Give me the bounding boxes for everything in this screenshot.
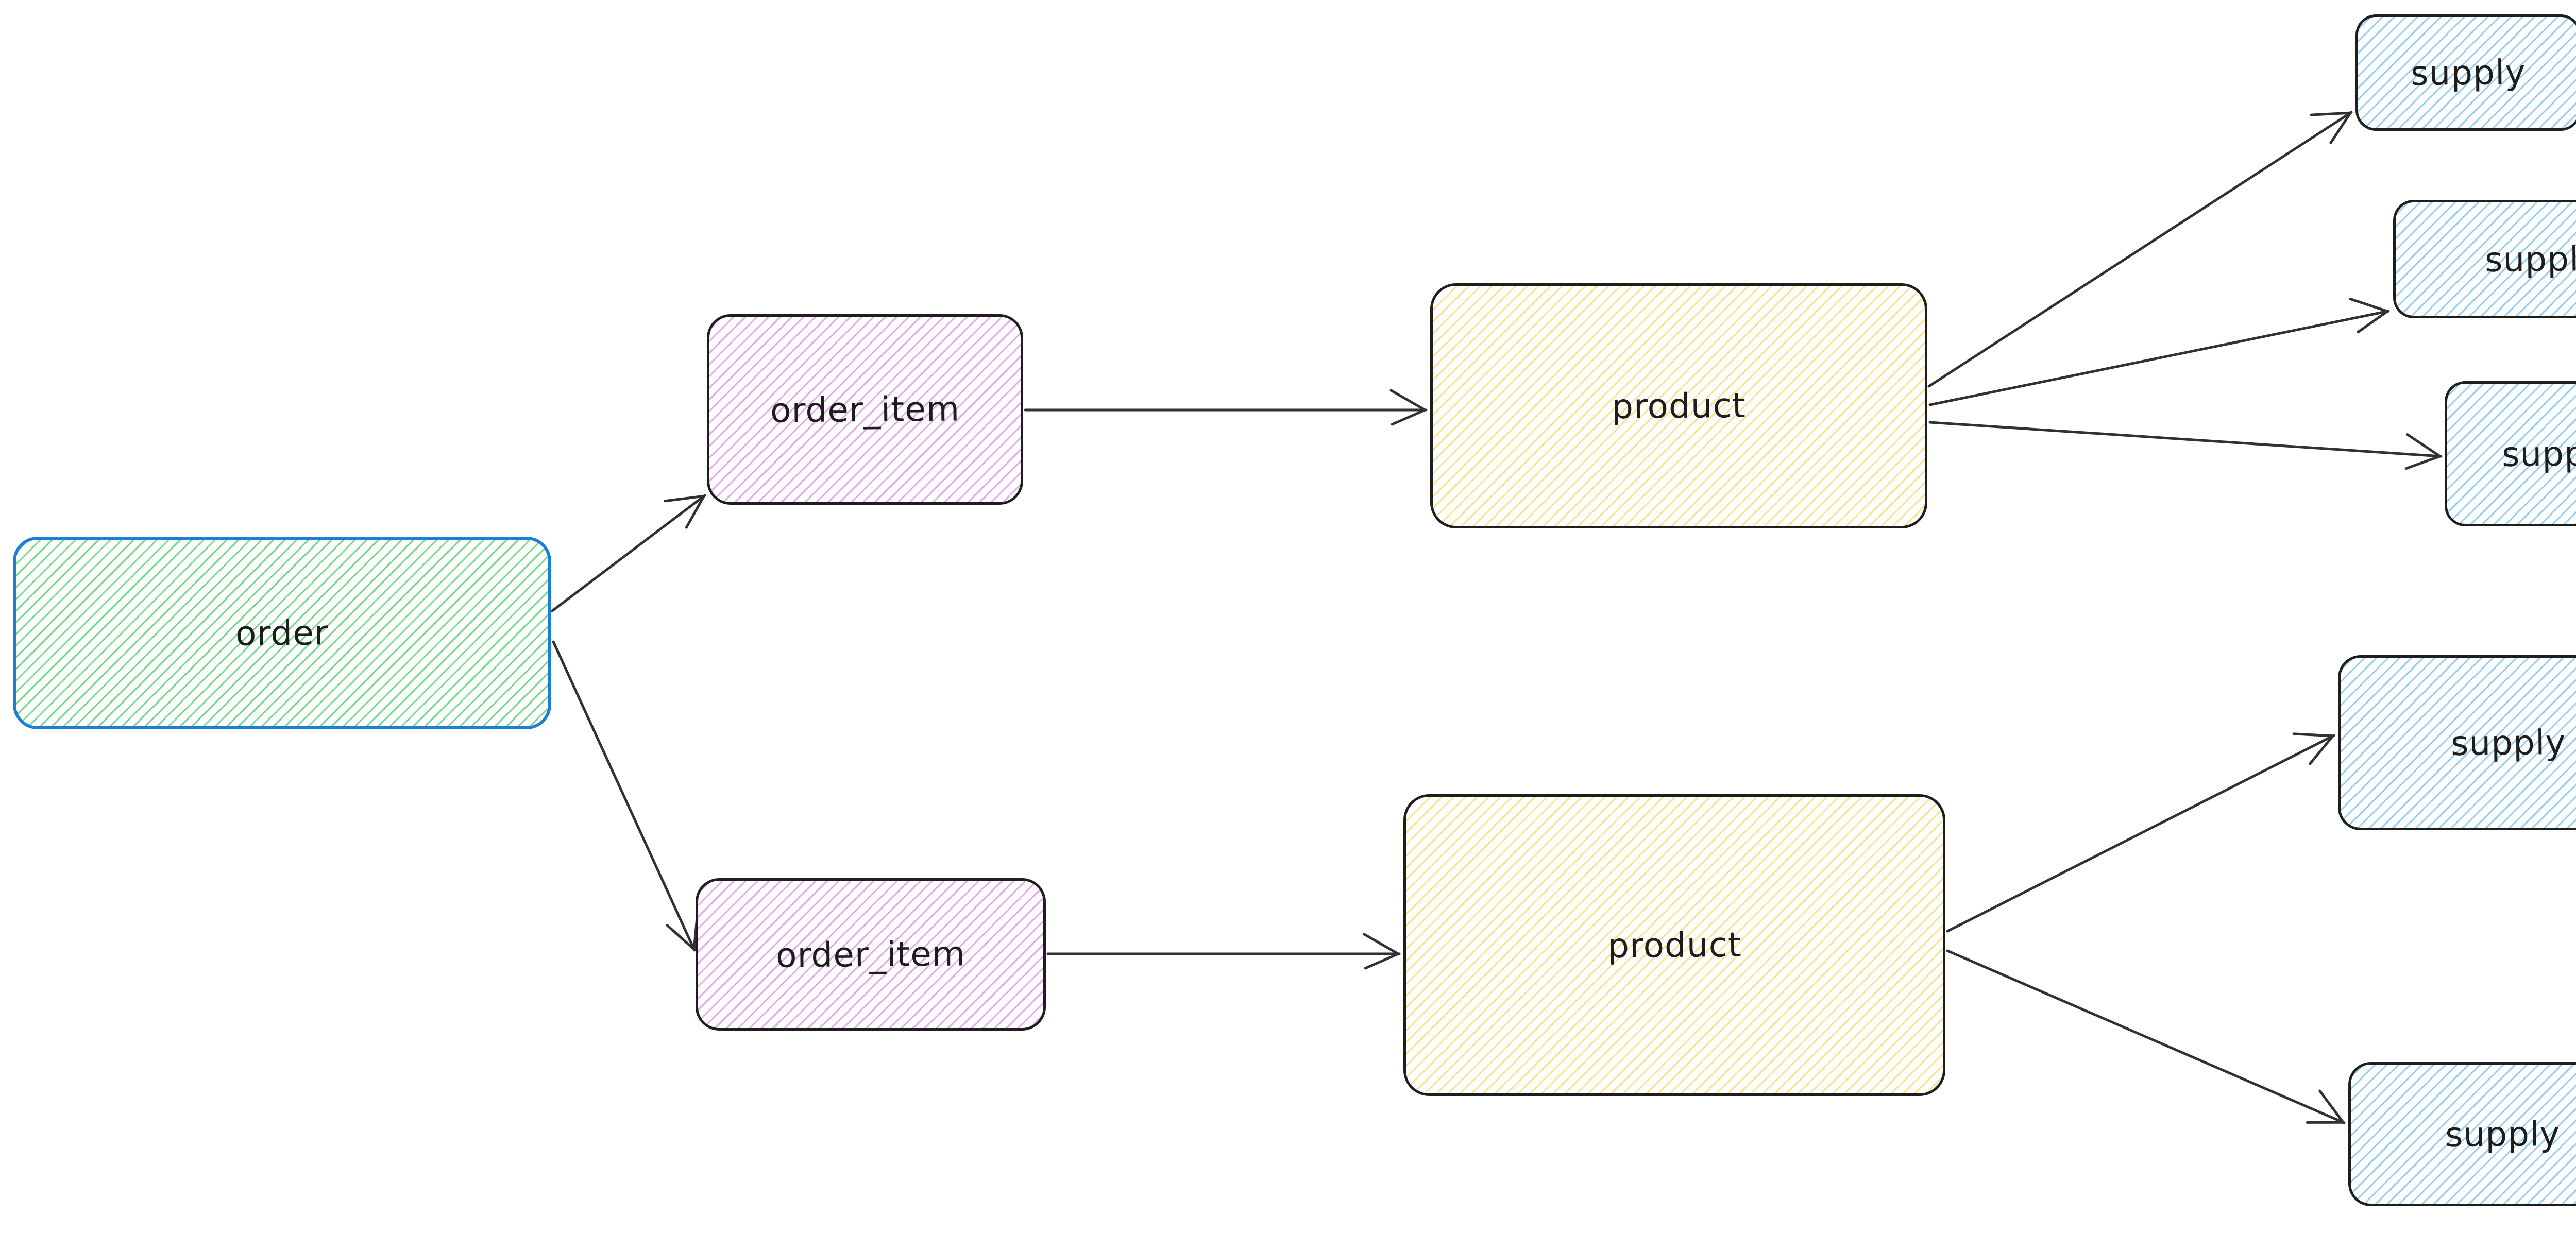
node-supply-3[interactable]: supply xyxy=(2445,381,2576,526)
node-supply-5[interactable]: supply xyxy=(2348,1062,2576,1206)
edge-order-to-order-item-1[interactable] xyxy=(551,494,706,612)
node-supply-5-label: supply xyxy=(2445,1114,2561,1155)
node-supply-1-label: supply xyxy=(2410,52,2527,93)
edge-product-2-to-supply-5[interactable] xyxy=(1946,949,2346,1124)
node-supply-3-label: supply xyxy=(2501,433,2576,474)
edge-product-1-to-supply-3[interactable] xyxy=(1928,421,2443,470)
node-supply-2[interactable]: supply xyxy=(2393,200,2576,318)
node-order-item-1-label: order_item xyxy=(770,388,960,431)
edge-order-to-order-item-2[interactable] xyxy=(552,640,699,952)
node-product-1[interactable]: product xyxy=(1430,283,1927,528)
node-supply-2-label: supply xyxy=(2484,238,2576,280)
node-supply-4[interactable]: supply xyxy=(2338,655,2576,830)
edge-product-1-to-supply-2[interactable] xyxy=(1928,297,2390,406)
node-product-2-label: product xyxy=(1607,924,1742,966)
node-product-2[interactable]: product xyxy=(1403,794,1945,1096)
node-order[interactable]: order xyxy=(13,537,551,729)
node-supply-4-label: supply xyxy=(2450,722,2567,763)
node-product-1-label: product xyxy=(1611,385,1747,426)
node-order-label: order xyxy=(235,612,329,654)
node-order-item-1[interactable]: order_item xyxy=(707,314,1023,505)
edge-product-2-to-supply-4[interactable] xyxy=(1946,732,2335,933)
node-order-item-2[interactable]: order_item xyxy=(696,878,1046,1031)
node-supply-1[interactable]: supply xyxy=(2355,14,2576,131)
edge-product-1-to-supply-1[interactable] xyxy=(1927,111,2353,388)
node-order-item-2-label: order_item xyxy=(775,933,966,975)
